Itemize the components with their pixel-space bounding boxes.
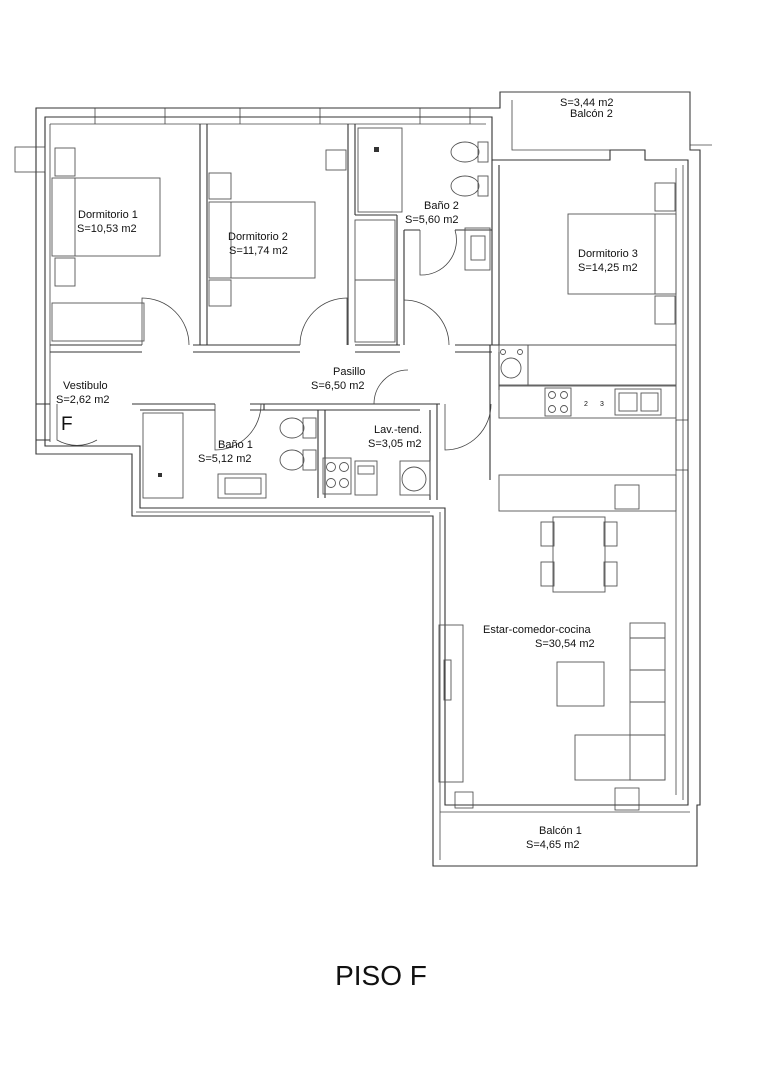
balcon-2-outline xyxy=(500,91,712,151)
room-area-lav-tend: S=3,05 m2 xyxy=(368,438,422,450)
cooktop-mark-1: 2 xyxy=(584,401,588,408)
room-area-dormitorio-3: S=14,25 m2 xyxy=(578,262,638,274)
dormitorio-2-furniture xyxy=(208,149,347,307)
room-name-bano-1: Baño 1 xyxy=(218,439,253,451)
room-name-vestibulo: Vestibulo xyxy=(63,380,108,392)
room-area-bano-2: S=5,60 m2 xyxy=(405,214,459,226)
balcon-1-outline xyxy=(440,787,690,813)
room-name-bano-2: Baño 2 xyxy=(424,200,459,212)
bano-2-furniture xyxy=(357,127,491,271)
room-area-bano-1: S=5,12 m2 xyxy=(198,453,252,465)
room-area-pasillo: S=6,50 m2 xyxy=(311,380,365,392)
room-name-balcon-2: Balcón 2 xyxy=(570,108,613,120)
kitchen-furniture: 2 3 xyxy=(498,344,677,512)
room-name-lav-tend: Lav.-tend. xyxy=(374,424,422,436)
dormitorio-3-furniture xyxy=(567,182,677,325)
room-area-vestibulo: S=2,62 m2 xyxy=(56,394,110,406)
room-area-balcon-2: S=3,44 m2 xyxy=(560,97,614,109)
dining-set xyxy=(540,516,618,593)
room-name-dormitorio-1: Dormitorio 1 xyxy=(78,209,138,221)
interior-walls xyxy=(36,124,676,500)
lavadero-furniture xyxy=(322,457,431,496)
room-name-dormitorio-3: Dormitorio 3 xyxy=(578,248,638,260)
cooktop-mark-2: 3 xyxy=(600,401,604,408)
living-furniture xyxy=(438,622,666,783)
room-area-balcon-1: S=4,65 m2 xyxy=(526,839,580,851)
unit-letter: F xyxy=(61,414,73,435)
plan-title: PISO F xyxy=(335,960,427,991)
closets xyxy=(354,219,396,343)
room-name-balcon-1: Balcón 1 xyxy=(539,825,582,837)
room-name-estar: Estar-comedor-cocina xyxy=(483,624,591,636)
room-name-dormitorio-2: Dormitorio 2 xyxy=(228,231,288,243)
room-area-dormitorio-2: S=11,74 m2 xyxy=(229,245,288,257)
dormitorio-1-furniture xyxy=(51,147,161,342)
room-area-estar: S=30,54 m2 xyxy=(535,638,595,650)
bano-1-furniture xyxy=(142,412,317,499)
room-area-dormitorio-1: S=10,53 m2 xyxy=(77,223,137,235)
room-labels: Dormitorio 1 S=10,53 m2 Dormitorio 2 S=1… xyxy=(56,97,638,851)
room-name-pasillo: Pasillo xyxy=(333,366,365,378)
doors xyxy=(56,229,492,451)
